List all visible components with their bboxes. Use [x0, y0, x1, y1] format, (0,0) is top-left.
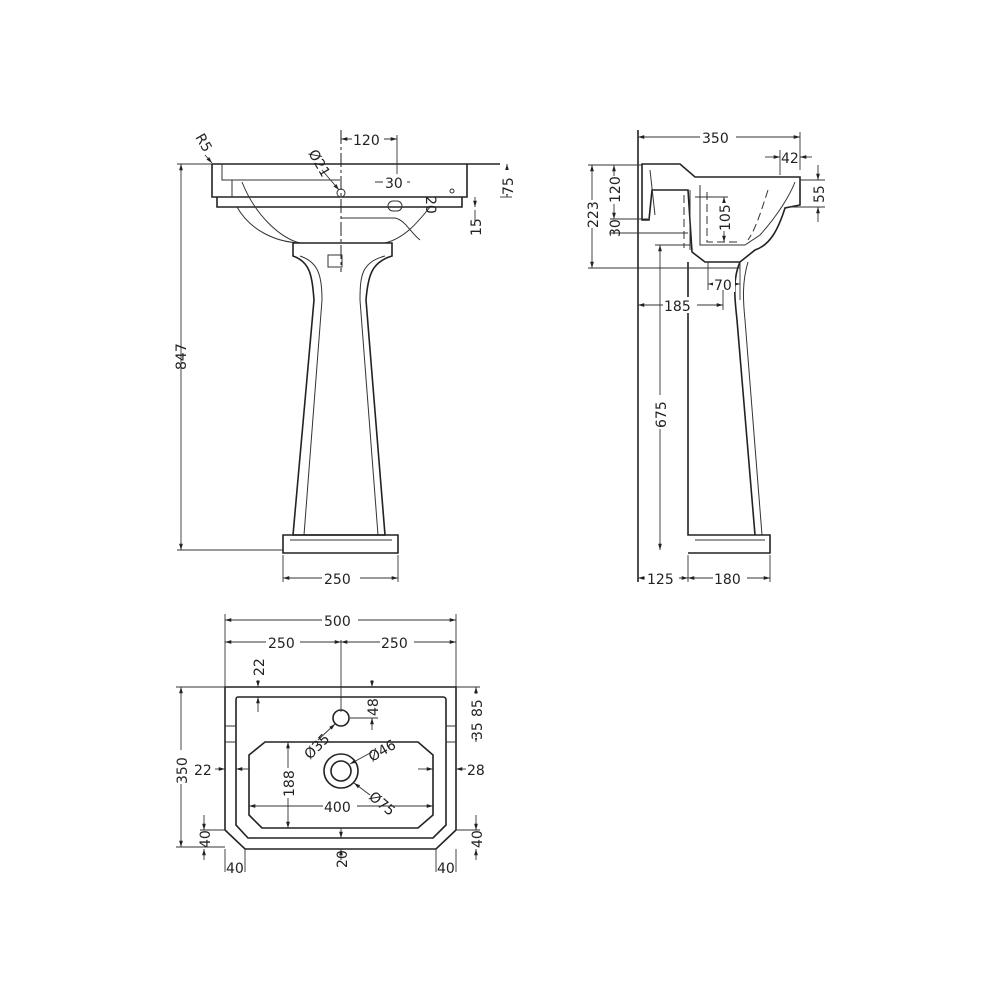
dim-label-r5: R5: [192, 131, 215, 155]
dim-label-48: 48: [366, 698, 382, 716]
dim-label-70: 70: [714, 278, 732, 294]
top-view: 500 250 250 350 22 48 Ø35 Ø46 Ø75 188 40…: [174, 612, 486, 877]
dim-label-120-side: 120: [608, 176, 624, 203]
dim-label-55: 55: [812, 185, 828, 203]
dim-label-120: 120: [353, 133, 380, 149]
dim-label-15: 15: [469, 218, 485, 236]
dim-label-105: 105: [718, 204, 734, 231]
dim-label-75: 75: [501, 177, 517, 195]
dim-label-22-top: 22: [252, 658, 268, 676]
dim-label-125: 125: [647, 572, 674, 588]
dim-label-dia-75: Ø75: [365, 789, 397, 820]
dim-label-85: 85: [470, 699, 486, 717]
dim-label-40-right-h: 40: [437, 861, 455, 877]
dim-label-28: 28: [467, 763, 485, 779]
bowl-outline: [248, 741, 434, 829]
dim-label-847: 847: [174, 343, 190, 370]
front-view: 847 250 120 30 20 75 15 Ø21 R5: [174, 130, 517, 588]
dim-label-22-left: 22: [194, 763, 212, 779]
dim-label-350-top: 350: [175, 757, 191, 784]
dim-label-250-left: 250: [268, 636, 295, 652]
dim-label-dia-35: Ø35: [302, 731, 334, 763]
dim-label-20-front: 20: [335, 850, 351, 868]
waste-outer: [323, 753, 359, 789]
basin-front-outline: [211, 163, 500, 244]
dim-label-188: 188: [282, 770, 298, 797]
dim-label-250-foot: 250: [324, 572, 351, 588]
dim-label-400: 400: [324, 800, 351, 816]
dim-label-675: 675: [654, 401, 670, 428]
dim-label-180: 180: [714, 572, 741, 588]
dim-label-500: 500: [324, 614, 351, 630]
side-view: 350 42 55 223 120 30 105 70 185: [585, 129, 828, 588]
waste-inner: [330, 760, 352, 782]
dim-label-40-left-h: 40: [226, 861, 244, 877]
dim-label-30: 30: [385, 176, 403, 192]
dim-label-20: 20: [422, 196, 438, 214]
dim-label-223: 223: [586, 201, 602, 228]
dim-label-250-right: 250: [381, 636, 408, 652]
dim-label-42: 42: [781, 151, 799, 167]
dim-label-350-side: 350: [702, 131, 729, 147]
dim-label-185: 185: [664, 299, 691, 315]
dim-label-40-left-v: 40: [198, 830, 214, 848]
pedestal-side: [687, 261, 771, 554]
dim-label-35: 35: [470, 722, 486, 740]
tap-hole: [332, 709, 350, 727]
dim-label-40-right-v: 40: [470, 830, 486, 848]
dim-label-30-side: 30: [608, 219, 624, 237]
basin-side-outline: [641, 163, 801, 263]
pedestal-front: [282, 242, 399, 554]
rim-inner-outline: [235, 696, 447, 839]
